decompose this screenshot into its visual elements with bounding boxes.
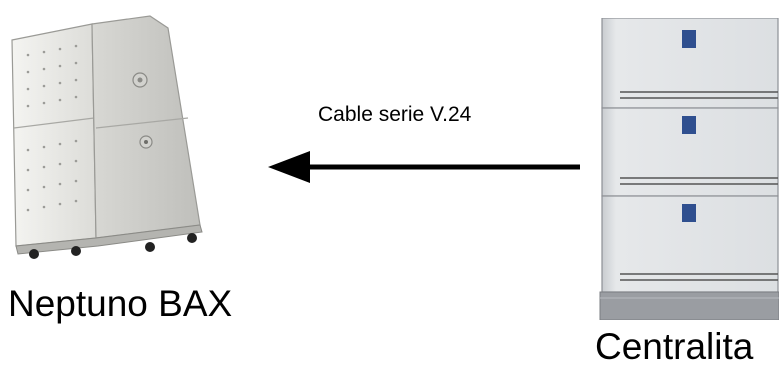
connection-arrow [268, 151, 580, 183]
pbx-label: Centralita [595, 326, 754, 367]
server-label: Neptuno BAX [8, 283, 233, 324]
pbx-cabinet-icon [599, 18, 779, 320]
connection-label: Cable serie V.24 [318, 103, 472, 126]
tower-server-icon [11, 15, 203, 259]
